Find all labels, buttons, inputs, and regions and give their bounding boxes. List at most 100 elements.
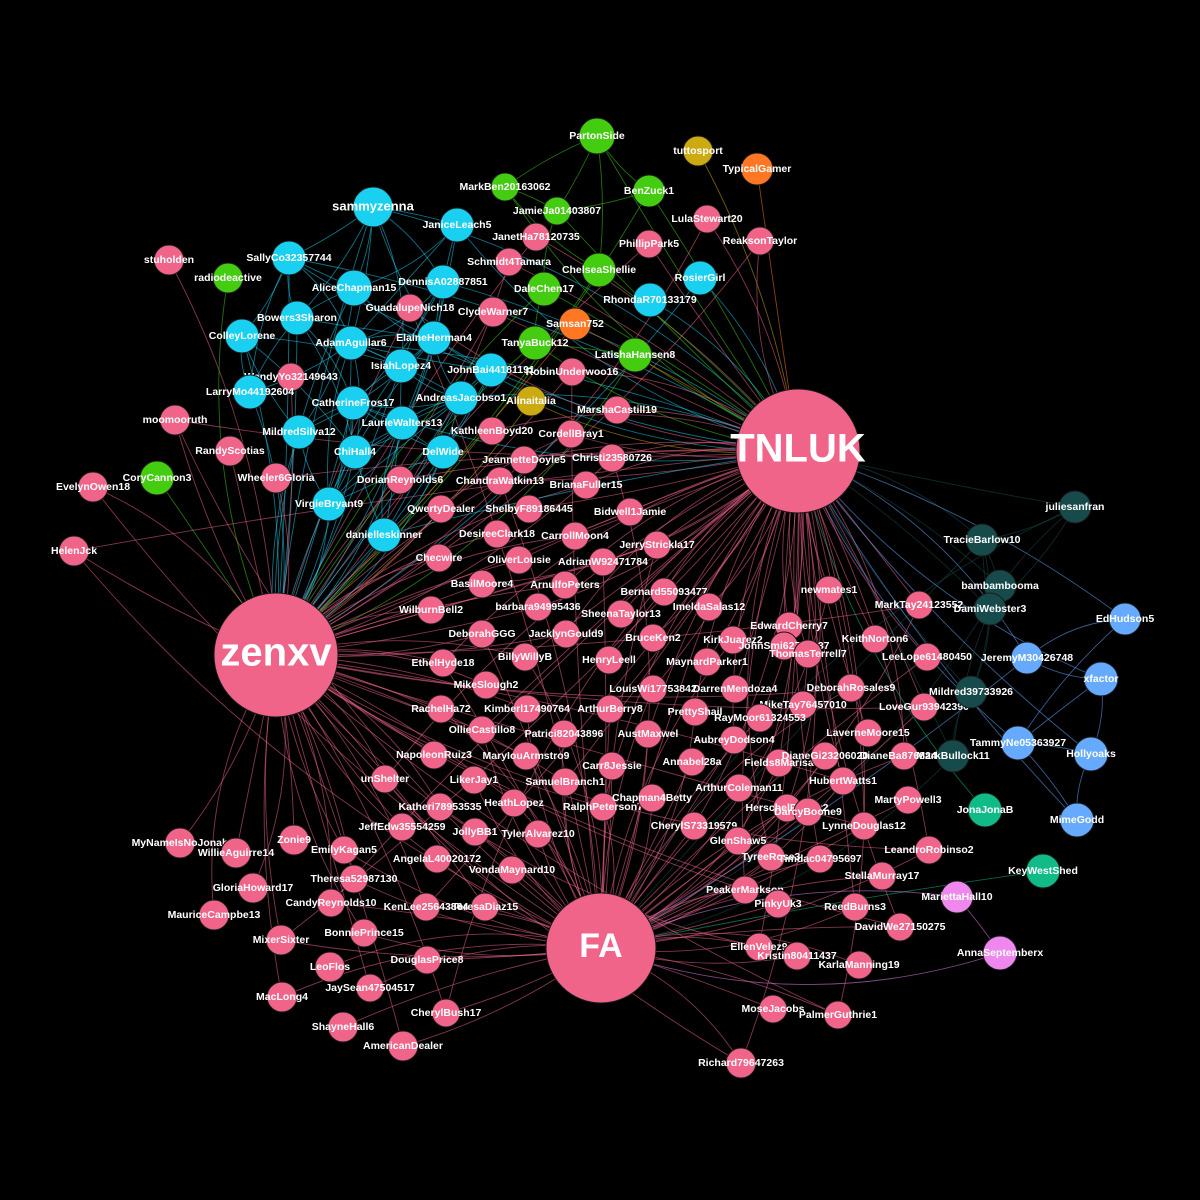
node-jaysean47504517[interactable]: JaySean47504517 — [325, 973, 415, 1003]
node-jeremym30426748[interactable]: JeremyM30426748 — [981, 641, 1073, 675]
node-fields8marisa[interactable]: Fields8Marisa — [744, 748, 814, 778]
node-chapman4betty[interactable]: Chapman4Betty — [612, 783, 692, 813]
node-schmidt4tamara[interactable]: Schmidt4Tamara — [467, 247, 551, 277]
node-rosiergirl[interactable]: RosierGirl — [675, 260, 726, 296]
node-mauricecampbe13[interactable]: MauriceCampbe13 — [168, 899, 261, 931]
node-mildred39733926[interactable]: Mildred39733926 — [929, 675, 1013, 709]
node-kathleenboyd20[interactable]: KathleenBoyd20 — [451, 416, 533, 446]
node-cordellbray1[interactable]: CordellBray1 — [538, 419, 604, 449]
node-mixersixter[interactable]: MixerSixter — [253, 924, 310, 956]
node-zenxv[interactable]: zenxv — [213, 592, 339, 718]
node-emilykagan5[interactable]: EmilyKagan5 — [311, 835, 377, 865]
node-bonnieprince15[interactable]: BonniePrince15 — [324, 918, 404, 948]
node-basilmoore4[interactable]: BasilMoore4 — [451, 569, 514, 599]
node-maryiouarmstro9[interactable]: MaryIouArmstro9 — [483, 741, 570, 771]
node-jonajonab[interactable]: JonaJonaB — [957, 792, 1014, 828]
node-samuelbranch1[interactable]: SamuelBranch1 — [525, 767, 605, 797]
node-dennisa02887851[interactable]: DennisA02887851 — [398, 264, 488, 300]
node-karlamanning19[interactable]: KarlaManning19 — [818, 950, 900, 980]
node-markben20163062[interactable]: MarkBen20163062 — [459, 172, 551, 202]
node-chandrawatkin13[interactable]: ChandraWatkin13 — [456, 466, 544, 496]
node-isiahlopez4[interactable]: IsiahLopez4 — [371, 348, 431, 384]
node-arnulfopeters[interactable]: ArnulfoPeters — [530, 570, 600, 600]
node-rhondar70133179[interactable]: RhondaR70133179 — [603, 282, 697, 318]
node-kristin80411437[interactable]: Kristin80411437 — [757, 941, 837, 971]
node-austmaxwel[interactable]: AustMaxwel — [618, 719, 679, 749]
node-marshacastill19[interactable]: MarshaCastill19 — [577, 395, 657, 425]
node-jeannettedoyle5[interactable]: JeannetteDoyle5 — [482, 445, 566, 475]
node-jacklyngould9[interactable]: JacklynGould9 — [529, 619, 604, 649]
node-darrenmendoza4[interactable]: DarrenMendoza4 — [693, 674, 778, 704]
node-alinaitalia[interactable]: Alinaitalia — [506, 385, 556, 417]
node-patrici82043896[interactable]: Patrici82043896 — [525, 719, 604, 749]
node-annaseptemberx[interactable]: AnnaSeptemberx — [957, 935, 1044, 971]
node-pinkyuk3[interactable]: PinkyUk3 — [754, 889, 802, 919]
node-teresadiaz15[interactable]: TeresaDiaz15 — [452, 892, 519, 922]
node-shelbyf89186445[interactable]: ShelbyF89186445 — [485, 494, 573, 524]
node-davidwe27150275[interactable]: DavidWe27150275 — [855, 912, 946, 942]
node-richard79647263[interactable]: Richard79647263 — [698, 1047, 784, 1079]
node-newmates1[interactable]: newmates1 — [801, 575, 858, 605]
node-traciebarlow10[interactable]: TracieBarlow10 — [943, 523, 1021, 557]
node-rachelha72[interactable]: RachelHa72 — [411, 694, 471, 724]
node-timdac04795697[interactable]: Timdac04795697 — [778, 844, 862, 874]
node-peakermarkson[interactable]: PeakerMarkson — [706, 875, 784, 905]
node-wendyyo32149643[interactable]: WendyYo32149643 — [244, 362, 338, 392]
node-wilburnbell2[interactable]: WilburnBell2 — [399, 595, 463, 625]
node-unshelter[interactable]: unShelter — [361, 764, 409, 794]
node-henryleell[interactable]: HenryLeell — [582, 645, 636, 675]
node-desireeclark18[interactable]: DesireeClark18 — [459, 519, 535, 549]
node-glenshaw5[interactable]: GlenShaw5 — [710, 826, 767, 856]
node-billywillyb[interactable]: BillyWillyB — [498, 642, 553, 672]
node-cherylbush17[interactable]: CherylBush17 — [411, 998, 482, 1028]
node-tuttosport[interactable]: tuttosport — [673, 135, 723, 167]
node-dorianreynolds6[interactable]: DorianReynolds6 — [357, 465, 444, 495]
node-jollybb1[interactable]: JollyBB1 — [453, 817, 498, 847]
node-stellamurray17[interactable]: StellaMurray17 — [845, 861, 920, 891]
node-sheenataylor13[interactable]: SheenaTaylor13 — [581, 599, 661, 629]
node-dianegi23206020[interactable]: DianeGi23206020 — [782, 741, 869, 771]
node-lynnedouglas12[interactable]: LynneDouglas12 — [822, 811, 906, 841]
node-annabel28a[interactable]: Annabel28a — [663, 747, 722, 777]
node-danielleskinner[interactable]: danielleskinner — [346, 517, 422, 553]
node-mariettahall10[interactable]: MariettaHall10 — [921, 880, 993, 914]
node-latishahansen8[interactable]: LatishaHansen8 — [595, 337, 676, 373]
node-palmerguthrie1[interactable]: PalmerGuthrie1 — [799, 1000, 877, 1030]
node-tnluk[interactable]: TNLUK — [730, 388, 866, 514]
node-likerjay1[interactable]: LikerJay1 — [450, 765, 499, 795]
node-shaynehall6[interactable]: ShayneHall6 — [312, 1011, 375, 1043]
node-randyscotias[interactable]: RandyScotias — [195, 435, 265, 467]
node-leelope61480450[interactable]: LeeLope61480450 — [882, 642, 972, 672]
node-hollyoaks[interactable]: Hollyoaks — [1066, 736, 1116, 772]
node-ralphpeterson7[interactable]: RalphPeterson7 — [563, 792, 643, 822]
node-prettyshail[interactable]: PrettyShail — [668, 697, 723, 727]
node-darcyboone9[interactable]: DarcyBoone9 — [774, 797, 842, 827]
node-virgiebryant9[interactable]: VirgieBryant9 — [295, 486, 363, 522]
node-sammyzenna[interactable]: sammyzenna — [332, 186, 415, 228]
node-clydewarner7[interactable]: ClydeWarner7 — [458, 296, 528, 328]
node-dianeba87682435[interactable]: DianeBa87682435 — [860, 741, 949, 771]
node-bidwell1jamie[interactable]: Bidwell1Jamie — [594, 497, 667, 527]
node-arthurberry8[interactable]: ArthurBerry8 — [577, 694, 643, 724]
node-corycannon3[interactable]: CoryCannon3 — [123, 460, 192, 496]
node-arthurcoleman11[interactable]: ArthurColeman11 — [695, 773, 783, 803]
node-jerrystrickla17[interactable]: JerryStrickla17 — [619, 530, 695, 560]
node-reaksontaylor[interactable]: ReaksonTaylor — [723, 226, 798, 256]
node-wheeler6gloria[interactable]: Wheeler6Gloria — [237, 462, 315, 494]
node-markbullock11[interactable]: MarkBullock11 — [916, 739, 990, 773]
node-guadalupenich18[interactable]: GuadalupeNich18 — [366, 293, 455, 323]
node-tyreerose3[interactable]: TyreeRose3 — [742, 842, 801, 872]
node-willieaguirre14[interactable]: WillieAguirre14 — [198, 837, 275, 869]
node-tanyabuck12[interactable]: TanyaBuck12 — [502, 325, 569, 361]
node-martypowell3[interactable]: MartyPowell3 — [874, 785, 942, 815]
node-maclong4[interactable]: MacLong4 — [256, 981, 308, 1013]
node-douglasprice8[interactable]: DouglasPrice8 — [391, 945, 464, 975]
node-carr8jessie[interactable]: Carr8Jessie — [582, 751, 642, 781]
node-reedburns3[interactable]: ReedBurns3 — [824, 892, 886, 922]
node-leandrorobinso2[interactable]: LeandroRobinso2 — [884, 835, 974, 865]
node-maynardparker1[interactable]: MaynardParker1 — [666, 647, 748, 677]
node-adrianw92471784[interactable]: AdrianW92471784 — [558, 547, 648, 577]
node-mosejacobs[interactable]: MoseJacobs — [741, 994, 805, 1024]
node-janiceleach5[interactable]: JaniceLeach5 — [423, 207, 492, 243]
node-ellenvelez9[interactable]: EllenVelez9 — [730, 932, 788, 962]
